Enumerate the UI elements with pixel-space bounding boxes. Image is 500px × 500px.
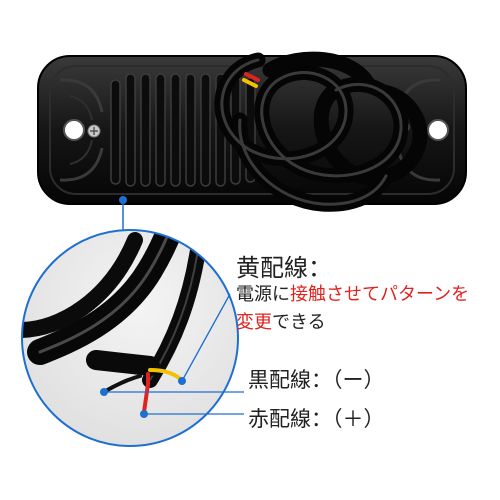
red-wire-label: 赤配線：（＋） (248, 407, 385, 431)
yellow-wire-note-line2: 変更できる (236, 314, 326, 332)
coiled-cable (214, 51, 428, 212)
housing-callout-dot (119, 196, 127, 204)
note-highlight-1: 接触させてパターンを (290, 284, 470, 305)
yellow-wire-title: 黄配線： (236, 254, 332, 282)
note-prefix: 電源に (236, 284, 290, 305)
callout-lines (104, 293, 244, 415)
note-highlight-2: 変更 (236, 312, 272, 333)
screw-left (87, 124, 101, 138)
mounting-hole-left (63, 119, 85, 141)
mounting-hole-right (427, 119, 449, 141)
callout-dots (100, 377, 186, 418)
black-wire-label: 黒配線：（ー） (248, 368, 385, 392)
led-light-housing (37, 55, 467, 205)
yellow-wire-note-line1: 電源に接触させてパターンを (236, 286, 469, 304)
zoom-circle (21, 229, 239, 447)
note-suffix: できる (272, 312, 326, 333)
wire-red (142, 372, 150, 414)
